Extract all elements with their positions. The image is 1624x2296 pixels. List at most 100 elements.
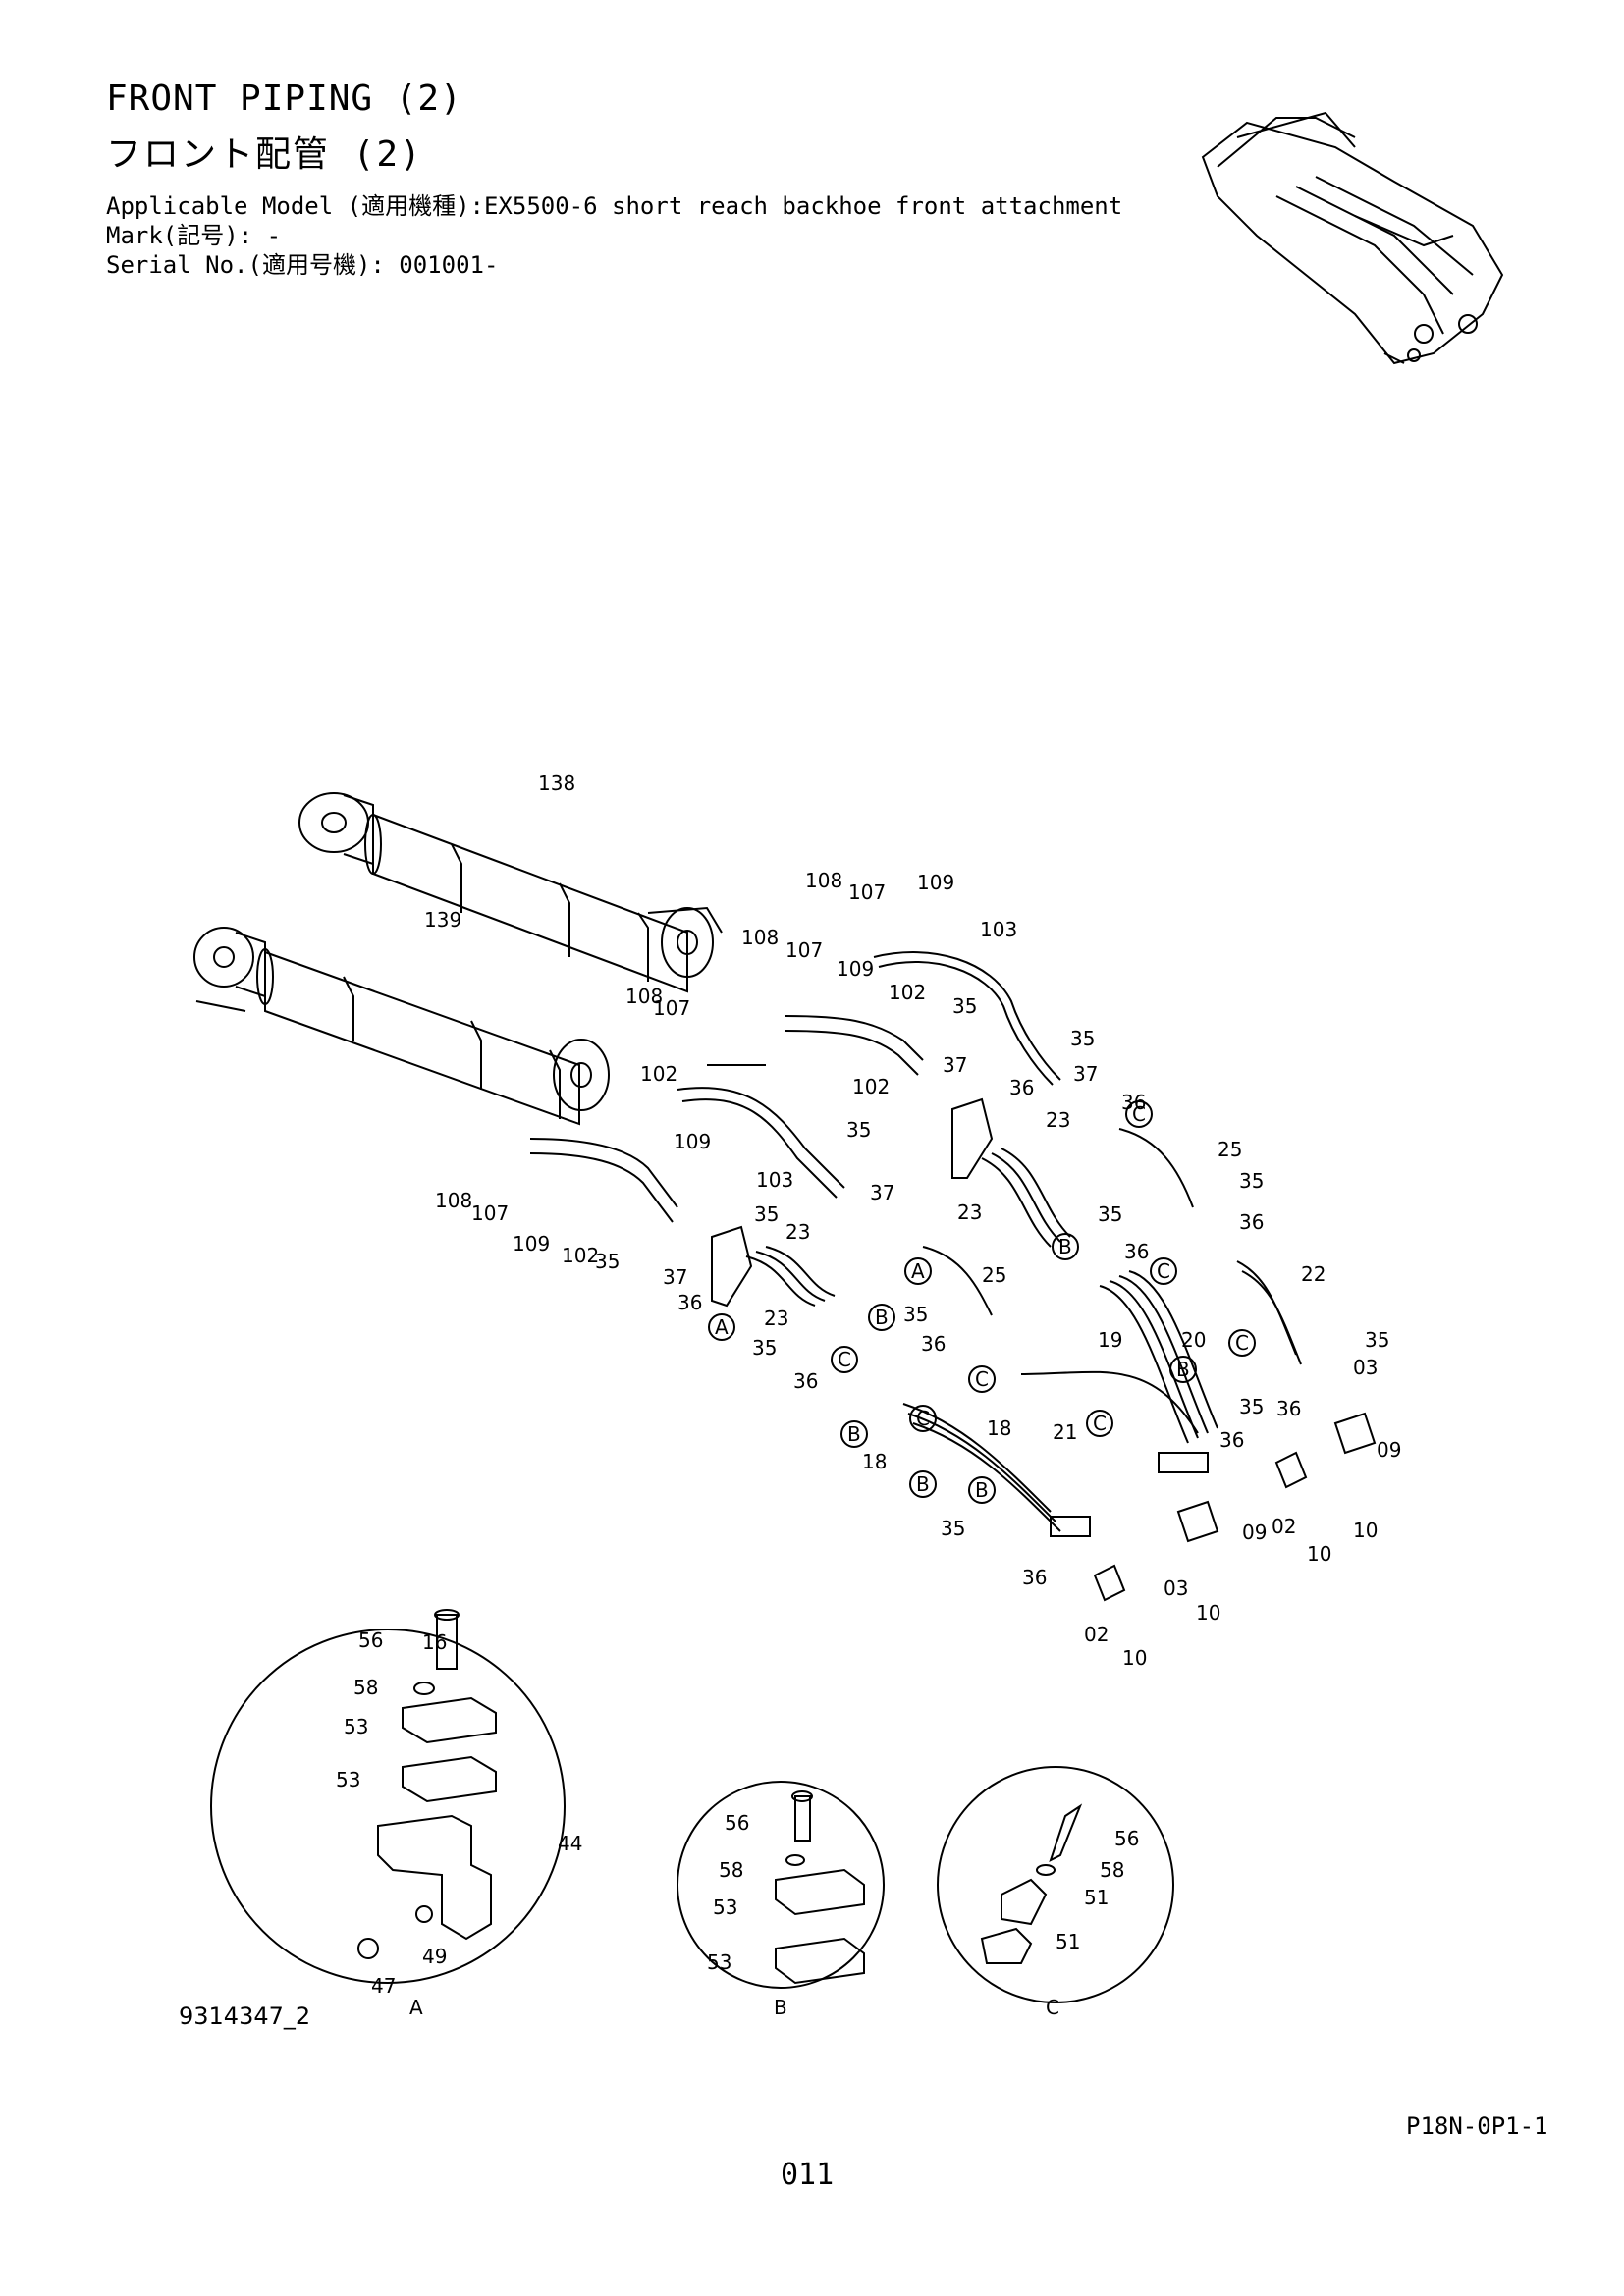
callout-107: 107 [785,938,823,962]
callout-02: 02 [1084,1623,1109,1646]
callout-10: 10 [1122,1646,1147,1670]
callout-108: 108 [805,869,842,892]
pipes-upper [529,951,1061,1223]
detail-B-callout-53: 53 [707,1950,731,1974]
callout-35: 35 [846,1118,871,1142]
callout-102: 102 [562,1244,599,1267]
callout-35: 35 [1365,1328,1389,1352]
callout-35: 35 [1239,1169,1264,1193]
callout-103: 103 [980,918,1017,941]
callout-109: 109 [674,1130,711,1153]
page-number: 011 [781,2158,835,2192]
callout-139: 139 [424,908,461,932]
detail-A-callout-44: 44 [558,1832,582,1855]
detail-A-callout-56: 56 [358,1629,383,1652]
callout-109: 109 [917,871,954,894]
callout-35: 35 [754,1202,779,1226]
callout-09: 09 [1377,1438,1401,1462]
page-title-ja: フロント配管 (2) [106,134,423,175]
marker-C: C [1132,1102,1146,1126]
callout-103: 103 [756,1168,793,1192]
callout-107: 107 [653,996,690,1020]
callout-107: 107 [471,1201,509,1225]
marker-A: A [715,1315,729,1339]
page-title-en: FRONT PIPING (2) [106,79,462,119]
callout-35: 35 [1239,1395,1264,1418]
callout-37: 37 [943,1053,967,1077]
marker-B: B [1058,1235,1072,1258]
marker-C: C [1093,1412,1107,1435]
main-callouts: 138 139 108 107 109 103 108 107 109 102 … [422,772,1401,1670]
detail-C-parts [980,1803,1083,1964]
callout-138: 138 [538,772,575,795]
callout-102: 102 [852,1075,890,1098]
callout-03: 03 [1353,1356,1378,1379]
detail-label-A: A [409,1996,423,2019]
callout-35: 35 [595,1250,620,1273]
detail-A-callout-53: 53 [344,1715,368,1738]
marker-C: C [1157,1259,1170,1283]
detail-label-C: C [1046,1996,1059,2019]
callout-37: 37 [870,1181,894,1204]
marker-C: C [916,1407,930,1430]
callout-16: 16 [422,1630,447,1654]
callout-03: 03 [1164,1576,1188,1600]
marker-letters: C B A C B C C B C C C B B A B [715,1102,1249,1502]
marker-C: C [975,1367,989,1391]
detail-C-callout-51: 51 [1084,1886,1109,1909]
pipe-bundles [745,1128,1302,1537]
callout-36: 36 [677,1291,702,1314]
callout-107: 107 [848,881,886,904]
detail-B-callout-53: 53 [713,1896,737,1919]
callout-35: 35 [903,1303,928,1326]
callout-20: 20 [1181,1328,1206,1352]
callout-18: 18 [987,1416,1011,1440]
callout-37: 37 [1073,1062,1098,1086]
callout-36: 36 [921,1332,946,1356]
applicable-model: Applicable Model (適用機種):EX5500-6 short r… [106,192,1123,220]
callout-19: 19 [1098,1328,1122,1352]
callout-25: 25 [1218,1138,1242,1161]
callout-109: 109 [513,1232,550,1255]
callout-35: 35 [941,1517,965,1540]
callout-02: 02 [1272,1515,1296,1538]
callout-36: 36 [1276,1397,1301,1420]
marker-B: B [875,1306,889,1329]
callout-23: 23 [1046,1108,1070,1132]
clamp-blocks [1093,1412,1377,1602]
serial-number: Serial No.(適用号機): 001001- [106,251,499,279]
attachment-thumbnail [1201,111,1504,365]
callout-35: 35 [752,1336,777,1360]
callout-108: 108 [625,985,663,1008]
callout-23: 23 [764,1307,788,1330]
callout-109: 109 [837,957,874,981]
cylinder-139 [193,927,610,1126]
detail-circle-A [210,1629,566,1984]
callout-108: 108 [435,1189,472,1212]
callout-35: 35 [1070,1027,1095,1050]
detail-C-callout-51: 51 [1056,1930,1080,1953]
detail-A-callout-49: 49 [422,1945,447,1968]
detail-callouts: 56 58 53 53 44 47 49 56 58 53 53 56 58 5… [336,1629,1139,2019]
callout-10: 10 [1196,1601,1220,1625]
callout-22: 22 [1301,1262,1326,1286]
detail-A-callout-53: 53 [336,1768,360,1791]
callout-36: 36 [1009,1076,1034,1099]
callout-36: 36 [1124,1240,1149,1263]
callout-36: 36 [793,1369,818,1393]
callout-10: 10 [1353,1519,1378,1542]
marker-B: B [975,1478,989,1502]
drawing-number: 9314347_2 [179,2002,311,2030]
callout-35: 35 [952,994,977,1018]
callout-36: 36 [1022,1566,1047,1589]
callout-21: 21 [1053,1420,1077,1444]
callout-36: 36 [1239,1210,1264,1234]
page-code: P18N-0P1-1 [1406,2112,1548,2140]
callout-10: 10 [1307,1542,1331,1566]
marker-B: B [847,1422,861,1446]
callout-23: 23 [957,1201,982,1224]
detail-B-callout-58: 58 [719,1858,743,1882]
detail-A-callout-58: 58 [353,1676,378,1699]
